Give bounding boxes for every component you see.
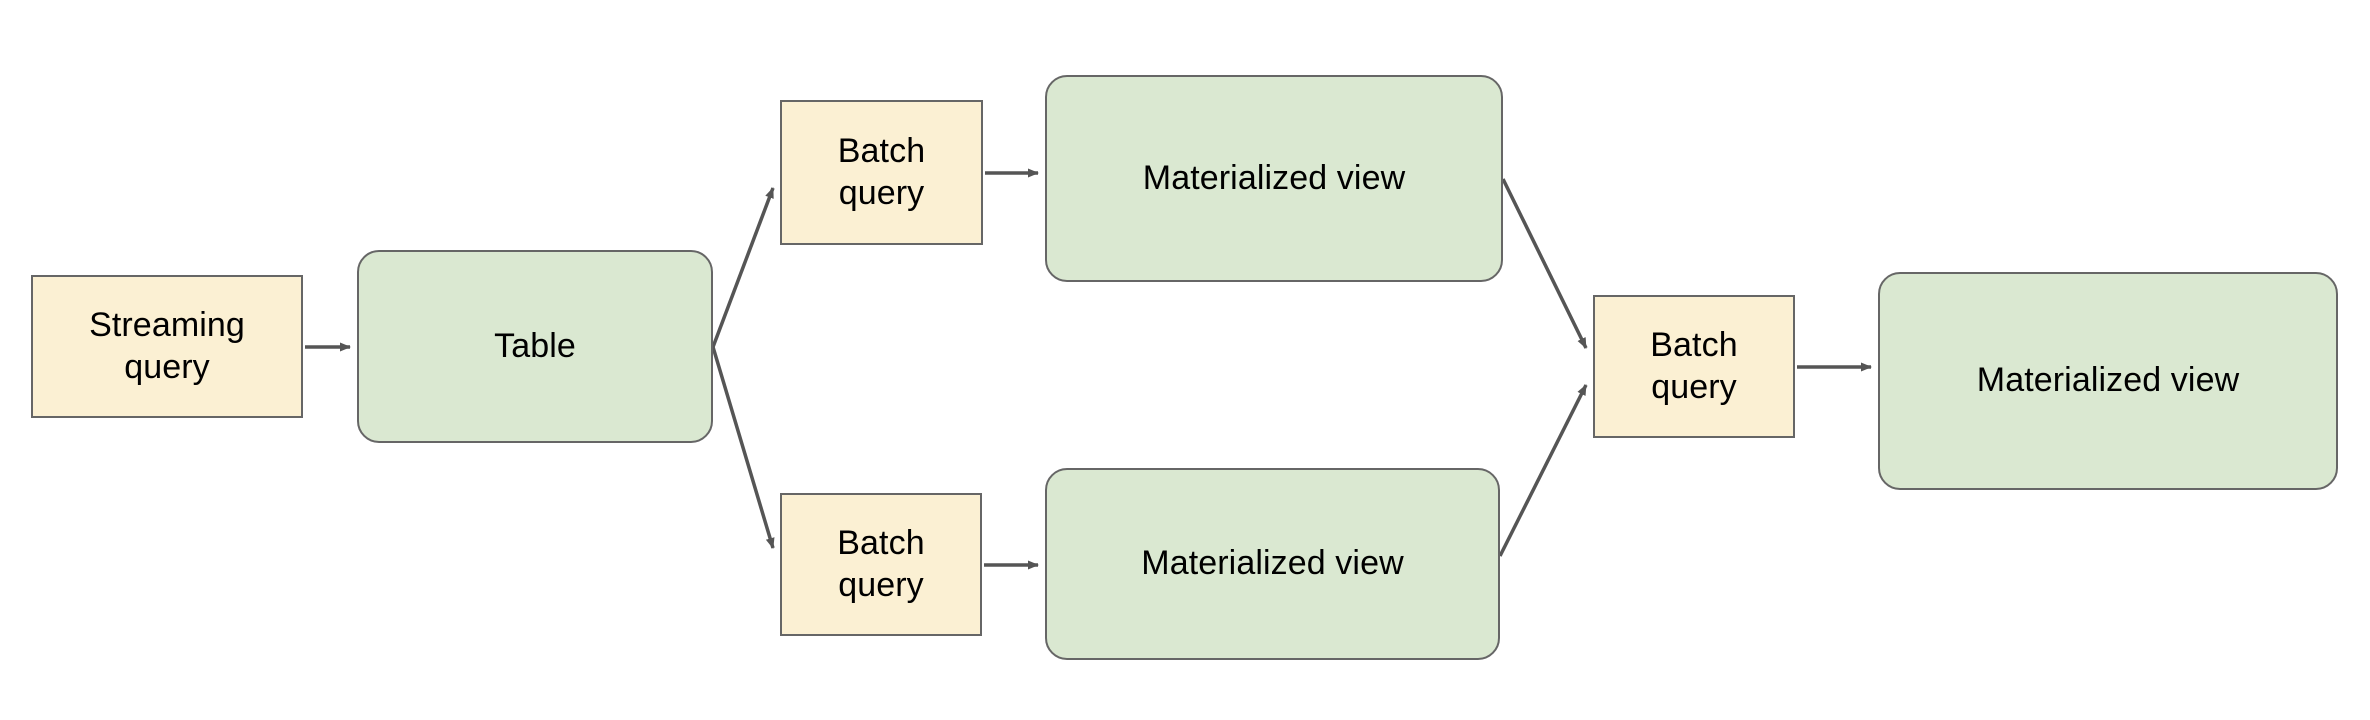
node-materialized-view-top-label: Materialized view: [1142, 158, 1406, 197]
node-table-label: Table: [494, 326, 576, 365]
edge-table-to-batch-query-bottom: [711, 346, 775, 549]
node-batch-query-right-label: Batch query: [1650, 326, 1738, 406]
node-batch-query-bottom[interactable]: Batch query: [780, 493, 982, 636]
node-batch-query-top-label: Batch query: [837, 132, 926, 212]
node-streaming-query[interactable]: Streaming query: [31, 275, 303, 418]
node-materialized-view-bottom[interactable]: Materialized view: [1045, 468, 1500, 660]
node-batch-query-right[interactable]: Batch query: [1593, 295, 1795, 438]
node-materialized-view-right-label: Materialized view: [1976, 361, 2240, 400]
edge-materialized-view-bottom-to-batch-query-right: [1498, 384, 1588, 557]
node-streaming-query-label: Streaming query: [89, 306, 245, 386]
node-batch-query-bottom-label: Batch query: [837, 524, 925, 604]
node-batch-query-top[interactable]: Batch query: [780, 100, 983, 245]
node-materialized-view-top[interactable]: Materialized view: [1045, 75, 1503, 282]
node-materialized-view-bottom-label: Materialized view: [1141, 544, 1404, 583]
edge-materialized-view-top-to-batch-query-right: [1501, 178, 1588, 349]
node-table[interactable]: Table: [357, 250, 713, 443]
node-materialized-view-right[interactable]: Materialized view: [1878, 272, 2338, 490]
edge-table-to-batch-query-top: [711, 187, 775, 348]
